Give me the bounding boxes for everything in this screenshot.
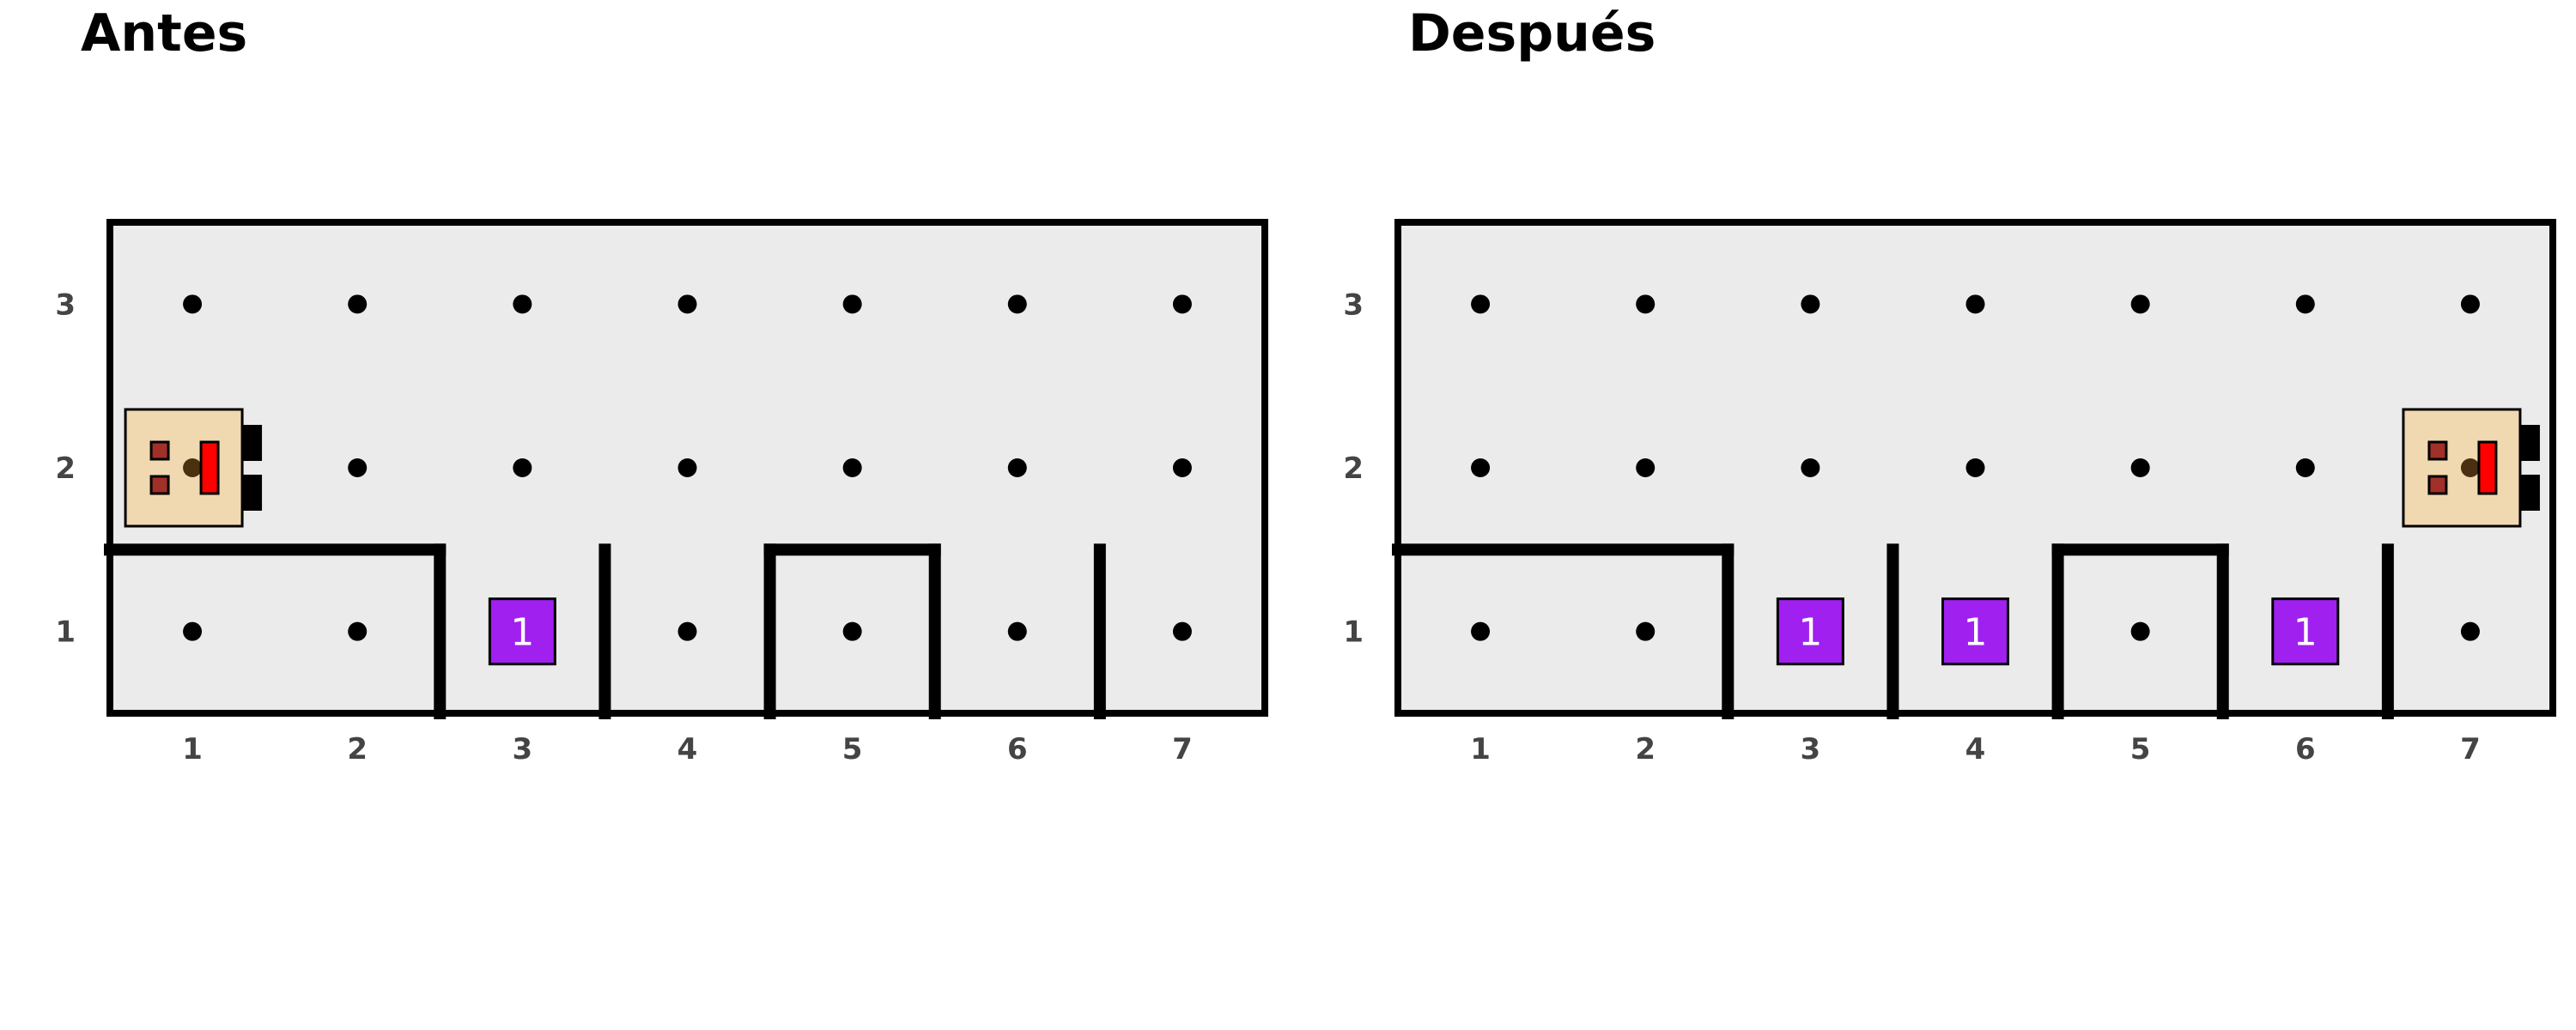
- y-tick-label: 2: [1343, 451, 1364, 486]
- x-tick-label: 3: [1801, 732, 1821, 766]
- x-tick-label: 2: [1635, 732, 1656, 766]
- y-tick-label: 1: [1343, 615, 1364, 650]
- robot-eye: [2427, 440, 2448, 461]
- grid-dot: [1801, 458, 1820, 477]
- grid-dot: [2460, 294, 2480, 314]
- grid-dot: [2130, 458, 2150, 477]
- x-tick-label: 2: [347, 732, 368, 766]
- x-tick-label: 1: [182, 732, 203, 766]
- grid-dot: [1965, 458, 1985, 477]
- beeper-count: 1: [2293, 611, 2318, 655]
- grid-dot: [348, 458, 368, 477]
- robot-center: [2460, 458, 2480, 477]
- grid-dot: [1007, 458, 1027, 477]
- robot-direction-marker: [2477, 440, 2498, 495]
- robot-eye: [149, 475, 170, 495]
- grid-dot: [2130, 294, 2150, 314]
- panel-before: 1 1 2 3 4 5 6 7 1 2 3: [55, 219, 1268, 766]
- robot: [124, 408, 263, 528]
- grid-border: [1394, 219, 2556, 717]
- robot-wheel: [241, 425, 263, 461]
- grid-dot: [2295, 458, 2315, 477]
- grid-dot: [842, 458, 862, 477]
- x-tick-label: 7: [1172, 732, 1193, 766]
- grid-dot: [1007, 621, 1027, 641]
- panel-title-before: Antes: [81, 3, 248, 64]
- beeper: [488, 597, 556, 666]
- robot: [2402, 408, 2540, 528]
- robot-direction-marker: [199, 440, 220, 495]
- grid-dot: [2130, 621, 2150, 641]
- grid-dot: [677, 621, 697, 641]
- grid-dot: [2460, 621, 2480, 641]
- x-tick-label: 5: [842, 732, 863, 766]
- x-tick-label: 7: [2460, 732, 2481, 766]
- y-tick-label: 3: [1343, 288, 1364, 322]
- robot-eye: [149, 440, 170, 461]
- x-tick-label: 6: [2295, 732, 2316, 766]
- grid-dot: [348, 294, 368, 314]
- y-tick-label: 2: [55, 451, 76, 486]
- grid-dot: [348, 621, 368, 641]
- grid-dot: [1172, 458, 1192, 477]
- x-tick-label: 4: [677, 732, 698, 766]
- grid-dot: [183, 621, 203, 641]
- robot-wheel: [241, 475, 263, 511]
- grid-dot: [842, 621, 862, 641]
- grid-dot: [1471, 458, 1491, 477]
- grid-dot: [513, 294, 532, 314]
- beeper: [2271, 597, 2340, 666]
- grid-dot: [1471, 294, 1491, 314]
- beeper-count: 1: [1964, 611, 1988, 655]
- grid-dot: [1172, 294, 1192, 314]
- beeper-count: 1: [1798, 611, 1822, 655]
- grid-dot: [1965, 294, 1985, 314]
- x-tick-label: 3: [513, 732, 533, 766]
- grid-dot: [1636, 621, 1656, 641]
- grid-dot: [842, 294, 862, 314]
- robot-wheel: [2518, 475, 2540, 511]
- grid-border: [106, 219, 1268, 717]
- grid-dot: [1471, 621, 1491, 641]
- beeper-count: 1: [510, 611, 534, 655]
- panel-title-after: Después: [1408, 3, 1656, 64]
- x-tick-label: 4: [1965, 732, 1986, 766]
- robot-center: [183, 458, 203, 477]
- grid-dot: [1636, 458, 1656, 477]
- x-tick-label: 1: [1470, 732, 1491, 766]
- grid-dot: [1007, 294, 1027, 314]
- robot-wheel: [2518, 425, 2540, 461]
- grid-dot: [677, 458, 697, 477]
- x-tick-label: 5: [2130, 732, 2151, 766]
- robot-eye: [2427, 475, 2448, 495]
- grid-dot: [513, 458, 532, 477]
- grid-dot: [183, 294, 203, 314]
- grid-dot: [2295, 294, 2315, 314]
- y-tick-label: 3: [55, 288, 76, 322]
- panel-after: 1 1 1 1 2 3 4 5 6 7 1 2 3: [1343, 219, 2556, 766]
- grid-dot: [1636, 294, 1656, 314]
- grid-dot: [1801, 294, 1820, 314]
- beeper: [1776, 597, 1844, 666]
- beeper: [1941, 597, 2009, 666]
- grid-dot: [1172, 621, 1192, 641]
- grid-dot: [677, 294, 697, 314]
- y-tick-label: 1: [55, 615, 76, 650]
- x-tick-label: 6: [1007, 732, 1028, 766]
